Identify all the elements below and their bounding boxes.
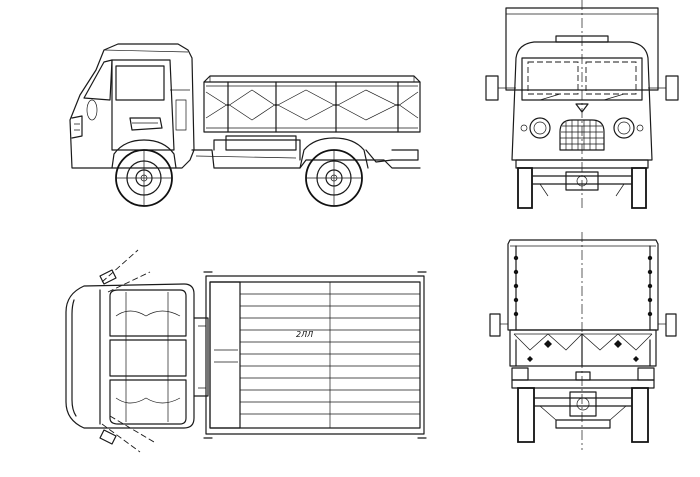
front-headlamp-left: [529, 117, 551, 139]
side-front-wheel: [115, 149, 173, 207]
side-door: [111, 59, 175, 151]
rear-bumper: [511, 379, 655, 389]
top-cargo-bed: [205, 275, 425, 435]
side-cab-outline: [69, 43, 195, 169]
front-bumper: [515, 159, 649, 169]
front-wheel-left: [517, 167, 533, 209]
cargo-bed-mark: 2ЛЛ: [296, 330, 313, 339]
front-mirror-right: [665, 75, 679, 101]
front-grille: [559, 119, 605, 151]
rear-tailgate: [509, 329, 657, 367]
rear-canopy: [507, 239, 659, 331]
side-cargo-box: [203, 81, 421, 133]
top-deck-planks: [240, 282, 420, 428]
front-headlamp-right: [613, 117, 635, 139]
front-wheel-right: [631, 167, 647, 209]
front-view: [485, 0, 679, 210]
top-view: 2ЛЛ: [65, 249, 427, 453]
rear-mirror-left: [489, 313, 501, 337]
side-view: [69, 43, 421, 207]
rear-wheel-right: [631, 387, 649, 443]
side-chassis-frame: [191, 149, 421, 169]
top-cab-outline: [65, 283, 195, 429]
rear-mirror-right: [665, 313, 677, 337]
top-cab-seats: [109, 289, 187, 425]
front-cab-outline: [511, 41, 653, 161]
front-canopy: [505, 7, 659, 91]
front-mirror-left: [485, 75, 499, 101]
side-door-window: [115, 65, 165, 101]
side-rear-wheel: [305, 149, 363, 207]
front-windscreen: [527, 61, 637, 95]
rear-view: [489, 232, 677, 450]
rear-wheel-left: [517, 387, 535, 443]
